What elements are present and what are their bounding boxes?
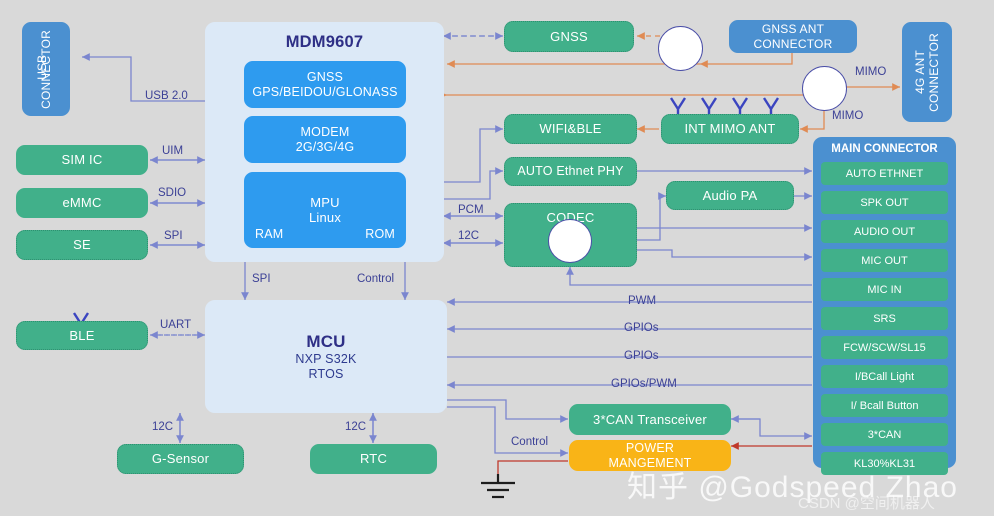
mdm-mpu-rom-label: ROM xyxy=(365,227,395,242)
block-mcu[interactable]: MCU NXP S32K RTOS xyxy=(205,300,447,413)
main-connector-item-10[interactable]: KL30%KL31 xyxy=(821,452,948,475)
label-spi-se: SPI xyxy=(164,230,183,242)
block-rtc[interactable]: RTC xyxy=(310,444,437,474)
rtc-label: RTC xyxy=(359,451,388,467)
block-g-sensor[interactable]: G-Sensor xyxy=(117,444,244,474)
main-connector-item-3[interactable]: MIC OUT xyxy=(821,249,948,272)
block-wifi-ble[interactable]: WIFI&BLE xyxy=(504,114,637,144)
main-connector-item-2[interactable]: AUDIO OUT xyxy=(821,220,948,243)
usb-connector-label-2: USB xyxy=(35,55,49,80)
main-connector-item-7[interactable]: I/BCall Light xyxy=(821,365,948,388)
main-connector-item-4[interactable]: MIC IN xyxy=(821,278,948,301)
block-mdm-modem[interactable]: MODEM 2G/3G/4G xyxy=(244,116,406,163)
power-management-label-2: MANGEMENT xyxy=(608,455,692,470)
mcu-sub-1: NXP S32K xyxy=(295,351,357,366)
wifi-ble-label: WIFI&BLE xyxy=(539,121,602,137)
block-power-management[interactable]: POWER MANGEMENT xyxy=(569,440,731,471)
main-connector-item-5[interactable]: SRS xyxy=(821,307,948,330)
label-gpios-1: GPIOs xyxy=(624,322,659,334)
mdm-mpu-ram-label: RAM xyxy=(255,227,284,242)
main-connector-item-6[interactable]: FCW/SCW/SL15 xyxy=(821,336,948,359)
block-auto-ethnet-phy[interactable]: AUTO Ethnet PHY xyxy=(504,157,637,186)
mdm-modem-label-1: MODEM xyxy=(300,124,350,139)
block-usb-connector[interactable]: CONNECTOR xyxy=(22,22,70,116)
label-spi-mcu: SPI xyxy=(252,273,271,285)
label-mimo-bottom: MIMO xyxy=(832,110,864,122)
label-usb20: USB 2.0 xyxy=(145,90,188,102)
block-int-mimo-ant[interactable]: INT MIMO ANT xyxy=(661,114,799,144)
mdm-gnss-label-1: GNSS xyxy=(306,69,344,84)
gnss-ant-connector-label-2: CONNECTOR xyxy=(753,36,833,51)
ant-4g-label-2: CONNECTOR xyxy=(927,32,941,112)
mdm-gnss-label-2: GPS/BEIDOU/GLONASS xyxy=(252,84,398,99)
label-mimo-top: MIMO xyxy=(855,66,887,78)
sim-ic-label: SIM IC xyxy=(61,152,103,168)
watermark-primary: 知乎 @Godspeed Zhao xyxy=(627,471,958,504)
block-can-transceiver[interactable]: 3*CAN Transceiver xyxy=(569,404,731,435)
label-gpios-pwm: GPIOs/PWM xyxy=(611,378,677,390)
label-uim: UIM xyxy=(162,145,184,157)
label-i2c-gsensor: 12C xyxy=(152,421,174,433)
gnss-ant-connector-label-1: GNSS ANT xyxy=(761,22,825,37)
block-main-connector[interactable]: MAIN CONNECTOR AUTO ETHNET SPK OUT AUDIO… xyxy=(813,137,956,475)
watermark-secondary: CSDN @空间机器人 xyxy=(798,495,935,512)
label-gpios-2: GPIOs xyxy=(624,350,659,362)
mcu-title: MCU xyxy=(306,331,346,351)
label-control-power: Control xyxy=(511,436,549,448)
main-connector-title: MAIN CONNECTOR xyxy=(831,143,938,155)
gnss-rf-switch-icon xyxy=(658,26,703,71)
gnss-label: GNSS xyxy=(550,28,588,44)
se-label: SE xyxy=(73,237,91,253)
block-4g-ant-connector[interactable]: 4G ANT CONNECTOR xyxy=(902,22,952,122)
mdm-modem-label-2: 2G/3G/4G xyxy=(295,139,355,154)
g-sensor-label: G-Sensor xyxy=(151,451,210,467)
mimo-rf-switch-icon xyxy=(802,66,847,111)
block-ble[interactable]: BLE xyxy=(16,321,148,350)
label-i2c-rtc: 12C xyxy=(345,421,367,433)
block-gnss-ant-connector[interactable]: GNSS ANT CONNECTOR xyxy=(729,20,857,53)
mdm-mpu-label-1: MPU xyxy=(310,194,340,210)
power-management-label-1: POWER xyxy=(625,440,675,455)
ground-icon xyxy=(481,474,515,499)
label-pwm: PWM xyxy=(628,295,657,307)
block-emmc[interactable]: eMMC xyxy=(16,188,148,218)
block-sim-ic[interactable]: SIM IC xyxy=(16,145,148,175)
emmc-label: eMMC xyxy=(62,195,102,211)
auto-ethnet-phy-label: AUTO Ethnet PHY xyxy=(517,164,624,179)
block-gnss[interactable]: GNSS xyxy=(504,21,634,52)
ant-4g-label-1: 4G ANT xyxy=(912,50,927,94)
block-mdm-mpu[interactable]: MPU Linux RAM ROM xyxy=(244,172,406,248)
mcu-sub-2: RTOS xyxy=(308,366,344,381)
block-audio-pa[interactable]: Audio PA xyxy=(666,181,794,210)
block-mdm-gnss[interactable]: GNSS GPS/BEIDOU/GLONASS xyxy=(244,61,406,108)
label-sdio: SDIO xyxy=(158,187,187,199)
audio-pa-label: Audio PA xyxy=(702,187,758,203)
main-connector-item-9[interactable]: 3*CAN xyxy=(821,423,948,446)
int-mimo-ant-label: INT MIMO ANT xyxy=(684,121,776,137)
mdm9607-title: MDM9607 xyxy=(285,33,364,51)
main-connector-item-1[interactable]: SPK OUT xyxy=(821,191,948,214)
label-uart: UART xyxy=(160,319,192,331)
label-i2c-codec: 12C xyxy=(458,230,480,242)
codec-switch-icon xyxy=(548,219,592,263)
label-control-mcu: Control xyxy=(357,273,395,285)
main-connector-item-0[interactable]: AUTO ETHNET xyxy=(821,162,948,185)
label-pcm: PCM xyxy=(458,204,484,216)
block-se[interactable]: SE xyxy=(16,230,148,260)
ble-label: BLE xyxy=(69,327,95,343)
mdm-mpu-label-2: Linux xyxy=(308,210,342,225)
can-transceiver-label: 3*CAN Transceiver xyxy=(593,411,707,427)
main-connector-item-8[interactable]: I/ Bcall Button xyxy=(821,394,948,417)
